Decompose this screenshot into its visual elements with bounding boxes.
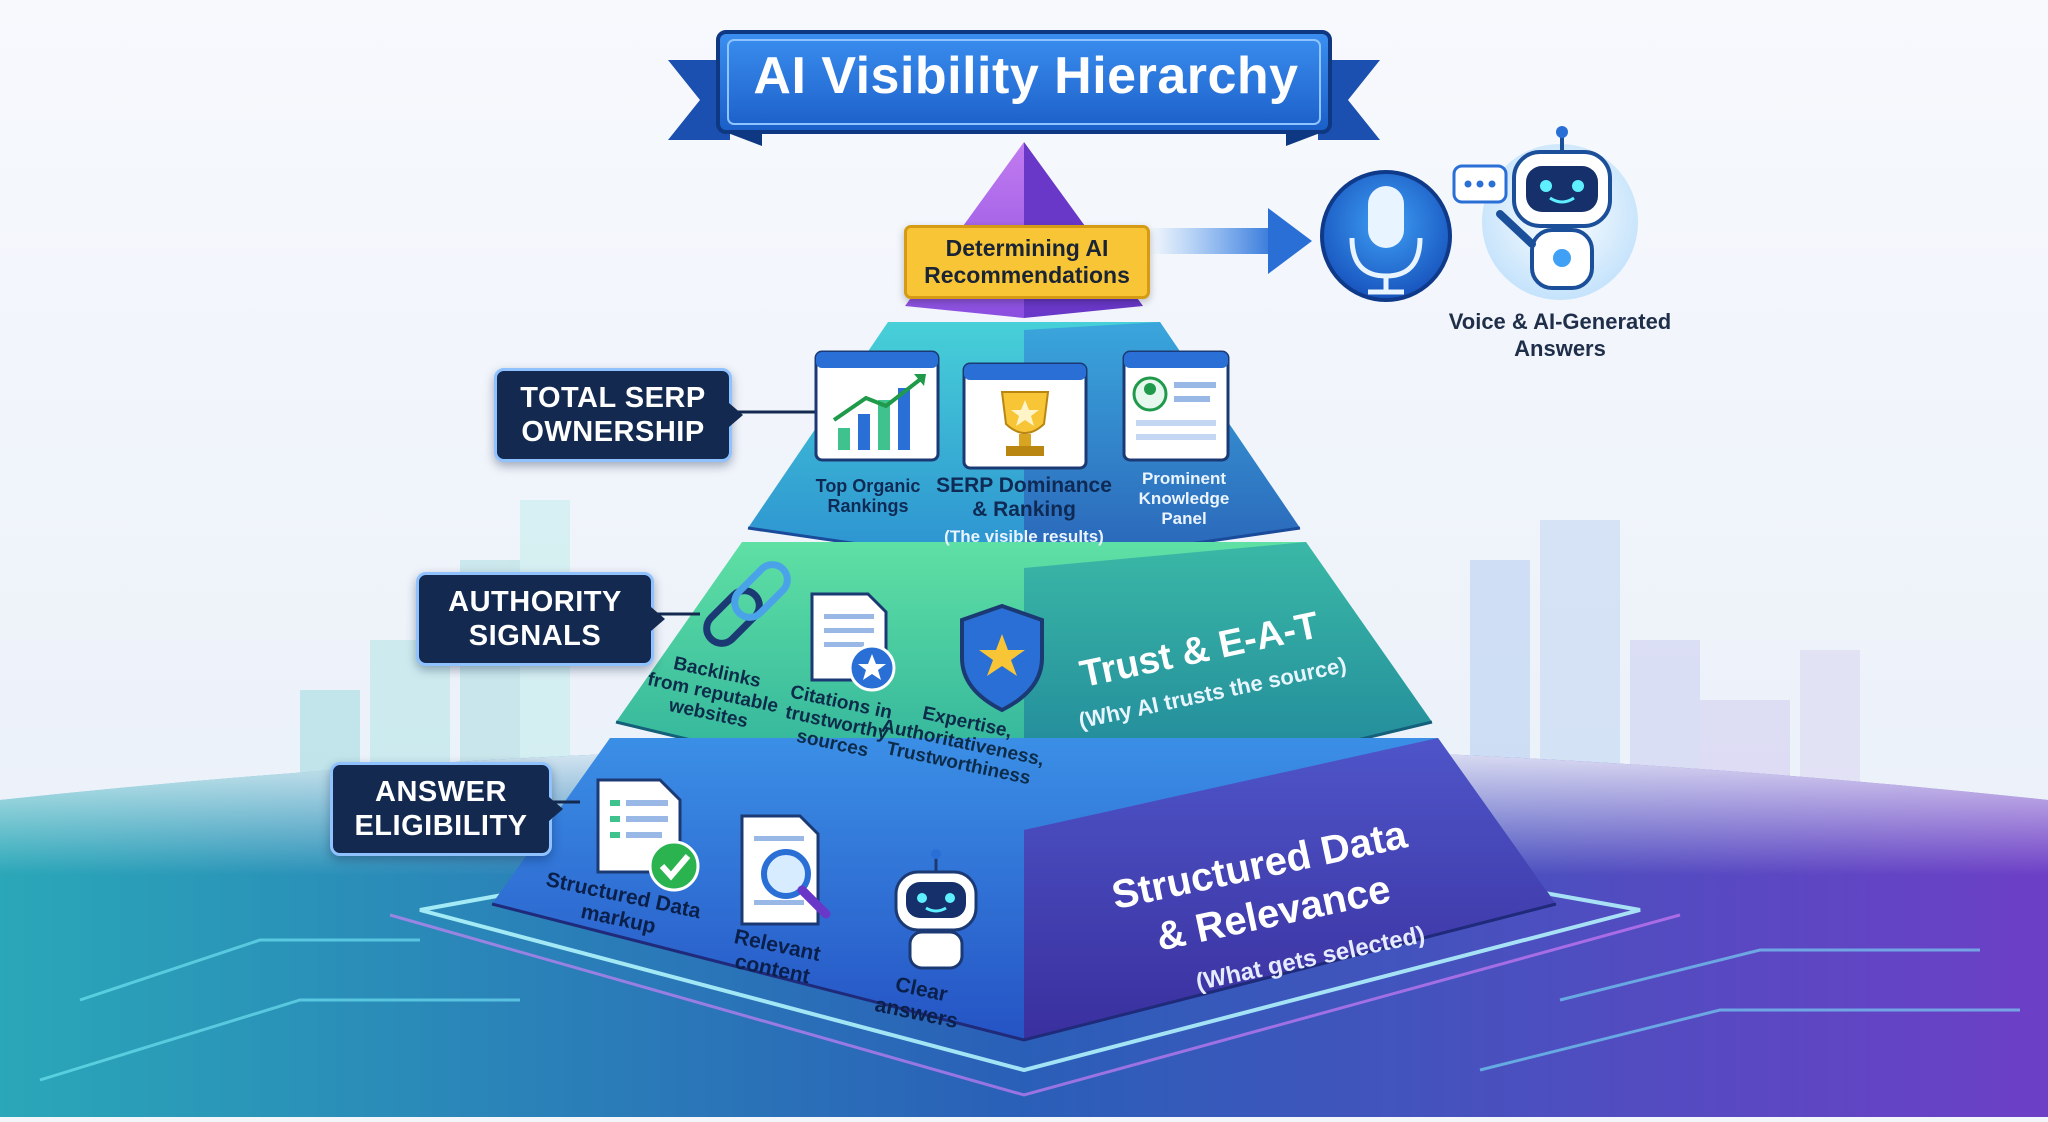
tier-answer xyxy=(491,738,1557,1042)
circuit-lines xyxy=(39,938,2020,1082)
magnifier-document-icon xyxy=(740,814,831,926)
arrow-right-icon xyxy=(1150,208,1312,274)
title-ribbon xyxy=(668,30,1380,146)
robot-small-icon xyxy=(894,849,978,970)
microphone-icon xyxy=(1320,170,1452,302)
side-label-serp: TOTAL SERP OWNERSHIP xyxy=(494,368,743,462)
knowledge-panel-icon xyxy=(1122,350,1230,462)
citation-document-icon xyxy=(810,592,896,692)
trophy-icon xyxy=(962,362,1088,470)
side-label-authority-text: AUTHORITY SIGNALS xyxy=(448,586,622,652)
shield-star-icon xyxy=(960,603,1044,713)
side-label-serp-text: TOTAL SERP OWNERSHIP xyxy=(520,382,706,448)
svg-text:SERP Dominance& Ranking: SERP Dominance& Ranking xyxy=(936,474,1112,521)
serp-dominance-label: SERP Dominance& Ranking (The visible res… xyxy=(936,474,1112,546)
page-title: AI Visibility Hierarchy xyxy=(753,47,1299,105)
robot-assistant-icon xyxy=(1452,126,1638,300)
ai-recommendations-callout: Determining AI Recommendations xyxy=(904,225,1150,299)
svg-text:(The visible results): (The visible results) xyxy=(944,527,1104,546)
rankings-chart-icon xyxy=(814,350,940,462)
callout-text: Determining AI Recommendations xyxy=(924,235,1130,288)
link-chain-icon xyxy=(703,561,791,647)
side-label-answer-text: ANSWER ELIGIBILITY xyxy=(354,776,528,842)
structured-data-document-icon xyxy=(596,778,700,892)
voice-answers-label: Voice & AI-Generated Answers xyxy=(1448,309,1672,361)
side-label-answer: ANSWER ELIGIBILITY xyxy=(330,762,563,856)
side-label-authority: AUTHORITY SIGNALS xyxy=(416,572,665,666)
